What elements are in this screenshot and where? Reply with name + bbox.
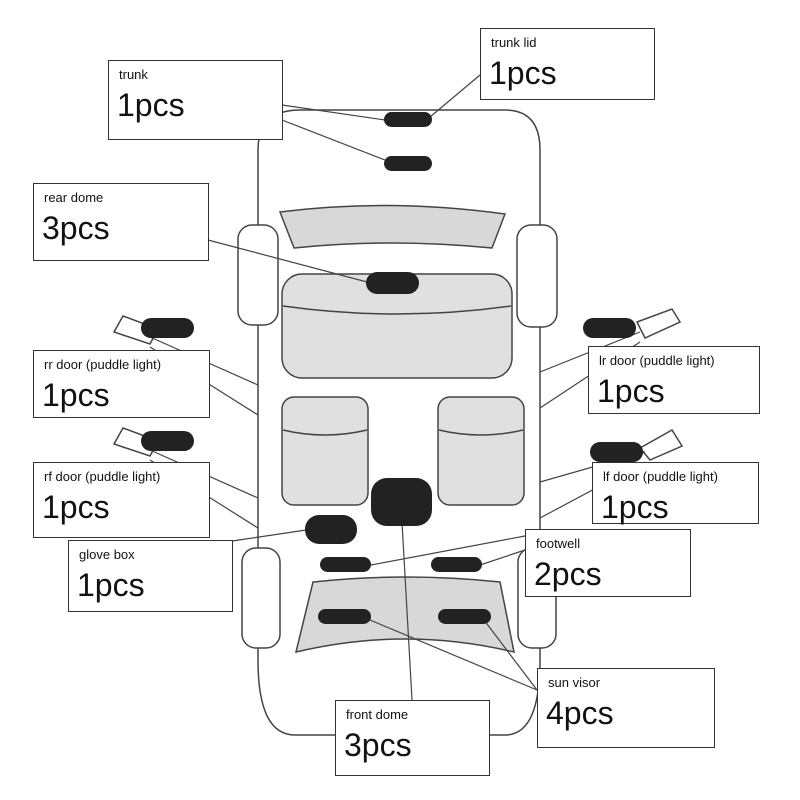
callout-rf-door-name: rf door (puddle light)	[44, 469, 161, 484]
lr-door-light	[583, 318, 636, 338]
mirror-rear-right	[635, 308, 682, 339]
callout-rr-door-name: rr door (puddle light)	[44, 357, 162, 372]
trunk-lid-light	[384, 112, 432, 127]
callout-lr-door: lr door (puddle light) 1pcs	[588, 346, 760, 414]
callout-front-dome: front dome 3pcs	[335, 700, 490, 776]
leader-front-dome	[401, 521, 413, 701]
rear-seat-line	[282, 305, 512, 315]
callout-rf-door-qty: 1pcs	[42, 489, 110, 525]
rear-window	[278, 204, 507, 249]
leader-trunk-1	[281, 104, 386, 121]
callout-rear-dome-qty: 3pcs	[42, 210, 110, 246]
callout-glove-box-qty: 1pcs	[77, 567, 145, 603]
callout-trunk-qty: 1pcs	[117, 87, 185, 123]
leader-trunk-2	[281, 119, 386, 161]
leader-glove-box	[231, 529, 307, 542]
callout-rr-door-qty: 1pcs	[42, 377, 110, 413]
front-seat-right	[437, 396, 525, 506]
callout-sun-visor-qty: 4pcs	[546, 695, 614, 731]
rf-door-light	[141, 431, 194, 451]
callout-lf-door: lf door (puddle light) 1pcs	[592, 462, 759, 525]
callout-rear-dome: rear dome 3pcs	[33, 183, 209, 261]
wheel-rear-left	[237, 224, 279, 326]
callout-front-dome-name: front dome	[346, 707, 409, 722]
callout-lf-door-name: lf door (puddle light)	[603, 469, 718, 484]
callout-lr-door-qty: 1pcs	[597, 373, 665, 409]
sun-visor-light-left	[318, 609, 371, 624]
lf-door-light	[590, 442, 643, 462]
trunk-light	[384, 156, 432, 171]
wheel-rear-right	[516, 224, 558, 328]
callout-footwell-qty: 2pcs	[534, 556, 602, 592]
footwell-light-left	[320, 557, 371, 572]
leader-rear-dome	[207, 239, 368, 283]
leader-sun-visor-2	[483, 619, 538, 691]
callout-front-dome-qty: 3pcs	[344, 727, 412, 763]
leader-trunk-lid	[429, 74, 481, 118]
leader-footwell-1	[370, 535, 526, 566]
callout-footwell-name: footwell	[536, 536, 581, 551]
front-seat-left-line	[282, 429, 368, 436]
callout-sun-visor-name: sun visor	[548, 675, 601, 690]
callout-sun-visor: sun visor 4pcs	[537, 668, 715, 748]
callout-trunk-lid: trunk lid 1pcs	[480, 28, 655, 100]
front-seat-right-line	[438, 429, 524, 436]
leader-sun-visor-1	[369, 619, 538, 691]
rr-door-light	[141, 318, 194, 338]
callout-trunk: trunk 1pcs	[108, 60, 283, 140]
rear-dome-light	[366, 272, 419, 294]
leader-footwell-2	[479, 549, 526, 566]
windshield	[294, 576, 515, 654]
callout-rf-door: rf door (puddle light) 1pcs	[33, 462, 210, 538]
sun-visor-light-right	[438, 609, 491, 624]
front-dome-light	[371, 478, 432, 526]
callout-lf-door-qty: 1pcs	[601, 489, 669, 525]
front-seat-left	[281, 396, 369, 506]
callout-glove-box-name: glove box	[79, 547, 135, 562]
mirror-front-right	[638, 428, 684, 461]
callout-trunk-name: trunk	[119, 67, 148, 82]
light-fixtures	[141, 112, 643, 624]
footwell-light-right	[431, 557, 482, 572]
glove-box-light	[305, 515, 357, 544]
callout-footwell: footwell 2pcs	[525, 529, 691, 597]
callout-glove-box: glove box 1pcs	[68, 540, 233, 612]
callout-trunk-lid-qty: 1pcs	[489, 55, 557, 91]
wheel-front-left	[241, 547, 281, 649]
callout-rr-door: rr door (puddle light) 1pcs	[33, 350, 210, 418]
callout-rear-dome-name: rear dome	[44, 190, 104, 205]
callout-trunk-lid-name: trunk lid	[491, 35, 537, 50]
callout-lr-door-name: lr door (puddle light)	[599, 353, 715, 368]
